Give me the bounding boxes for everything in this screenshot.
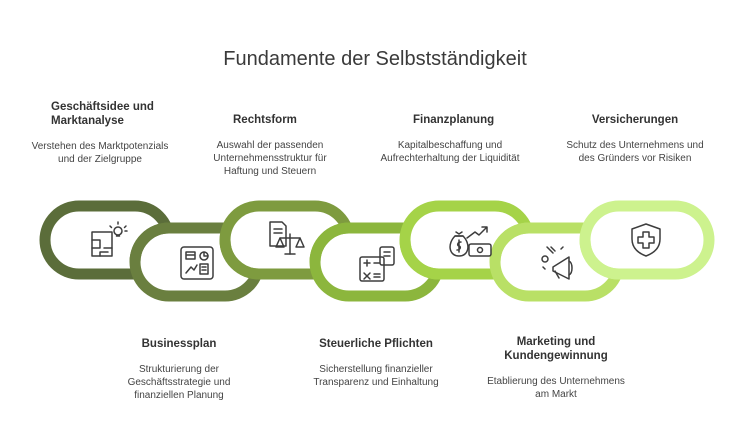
step-description: Verstehen des Marktpotenzials und der Zi… — [31, 141, 169, 165]
step-description: Schutz des Unternehmens und des Gründers… — [566, 140, 704, 164]
step-title: Rechtsform — [233, 114, 297, 126]
step-title: Steuerliche Pflichten — [319, 338, 433, 350]
step-title: Businessplan — [141, 338, 217, 350]
chain-link-overlap-7 — [579, 239, 620, 280]
step-description: Kapitalbeschaffung und Aufrechterhaltung… — [380, 140, 520, 164]
blueprint-lightbulb-icon — [91, 221, 128, 257]
step-description: Strukturierung der Geschäftsstrategie un… — [127, 364, 231, 401]
diagram-title: Fundamente der Selbstständigkeit — [223, 48, 527, 70]
calculator-icon — [359, 246, 395, 282]
money-growth-icon — [449, 226, 492, 257]
chain-link-overlap-2 — [129, 222, 170, 263]
step-title: Marketing und Kundengewinnung — [504, 336, 608, 362]
step-title: Geschäftsidee und Marktanalyse — [51, 101, 154, 127]
chain-link-overlap-3 — [219, 239, 260, 280]
step-title: Finanzplanung — [413, 114, 495, 126]
step-description: Sicherstellung finanzieller Transparenz … — [313, 364, 439, 388]
chain-link-7 — [579, 200, 715, 280]
step-description: Etablierung des Unternehmens am Markt — [487, 376, 625, 400]
step-title: Versicherungen — [591, 114, 679, 126]
step-description: Auswahl der passenden Unternehmensstrukt… — [213, 140, 327, 177]
chain-link-overlap-5 — [399, 239, 440, 280]
shield-cross-icon — [631, 223, 661, 257]
document-scales-icon — [269, 221, 305, 255]
chain-link-overlap-6 — [489, 222, 530, 263]
chain-link-overlap-4 — [309, 222, 350, 263]
megaphone-icon — [541, 246, 573, 280]
dashboard-icon — [180, 246, 214, 280]
